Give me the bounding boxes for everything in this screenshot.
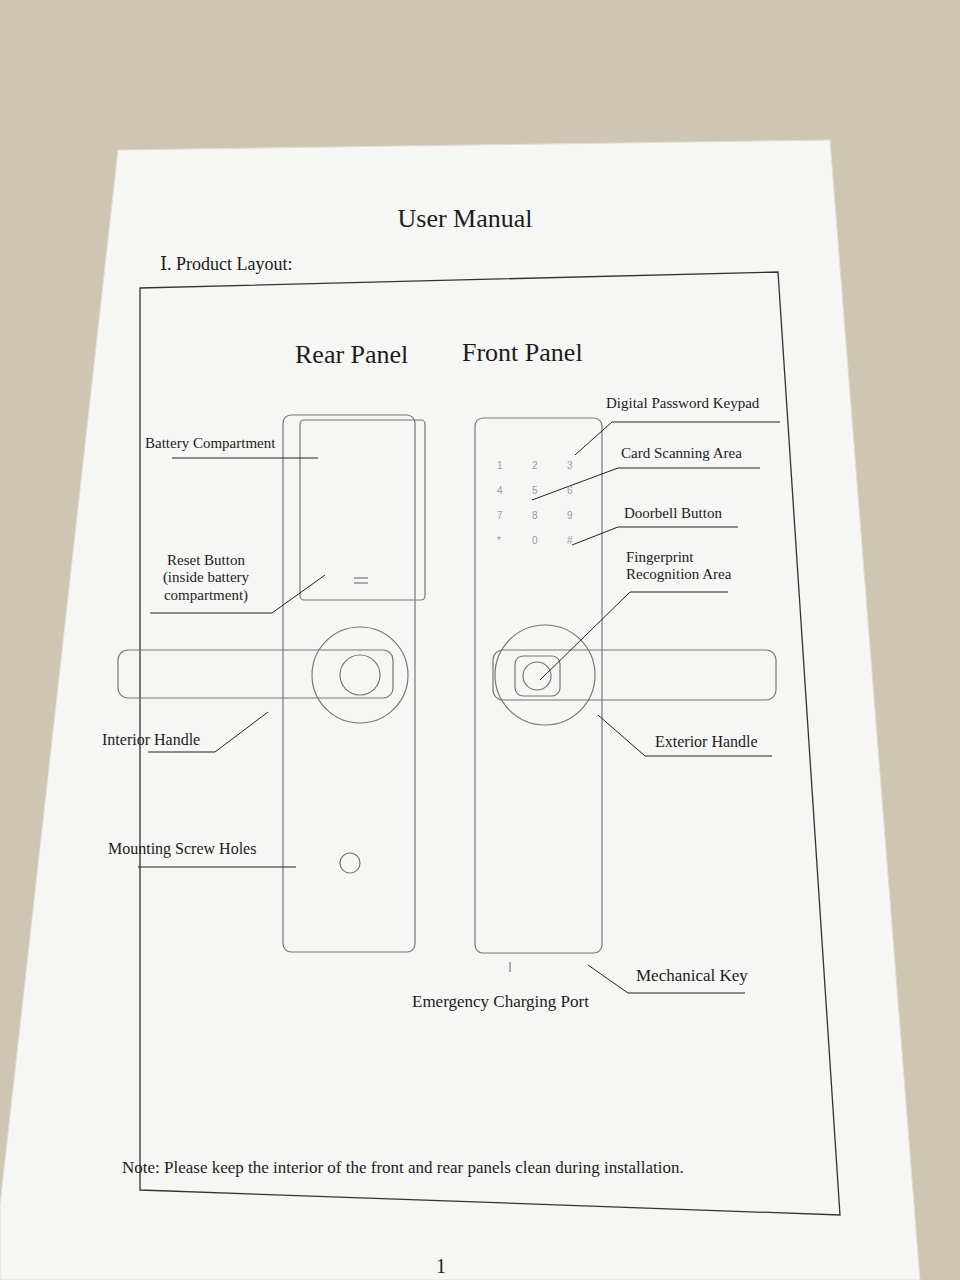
keypad-digit: 7 <box>497 510 503 522</box>
panel-heading: Rear Panel <box>295 340 408 370</box>
page-number: 1 <box>436 1255 446 1278</box>
keypad-digit: 3 <box>567 460 573 472</box>
part-label: Emergency Charging Port <box>412 992 589 1012</box>
keypad-digit: # <box>567 535 573 547</box>
part-label: Reset Button (inside battery compartment… <box>147 552 265 604</box>
part-label: Mechanical Key <box>636 966 748 986</box>
panel-heading: Front Panel <box>462 338 583 368</box>
rear-panel-drawing <box>118 415 425 952</box>
frame-border <box>140 272 840 1215</box>
keypad-digit: 2 <box>532 460 538 472</box>
leader-lines <box>138 422 780 993</box>
part-label: Card Scanning Area <box>621 445 742 462</box>
keypad-digit: 9 <box>567 510 573 522</box>
part-label: Fingerprint Recognition Area <box>626 549 758 584</box>
keypad-digit: 5 <box>532 485 538 497</box>
part-label: Doorbell Button <box>624 505 722 522</box>
keypad-digit: 1 <box>497 460 503 472</box>
keypad-digit: 4 <box>497 485 503 497</box>
part-label: Battery Compartment <box>145 435 275 452</box>
part-label: Exterior Handle <box>655 733 758 751</box>
page-title: User Manual <box>397 204 532 234</box>
part-label: Digital Password Keypad <box>606 395 759 412</box>
keypad-digit: 0 <box>532 535 538 547</box>
note-text: Note: Please keep the interior of the fr… <box>122 1158 684 1178</box>
keypad-digit: * <box>497 535 501 547</box>
part-label: Interior Handle <box>102 731 200 749</box>
keypad-digit: 8 <box>532 510 538 522</box>
part-label: Mounting Screw Holes <box>108 840 256 858</box>
section-heading: Ⅰ. Product Layout: <box>160 254 293 275</box>
front-panel-drawing <box>475 418 776 972</box>
keypad-digit: 6 <box>567 485 573 497</box>
paper-sheet <box>0 140 920 1280</box>
